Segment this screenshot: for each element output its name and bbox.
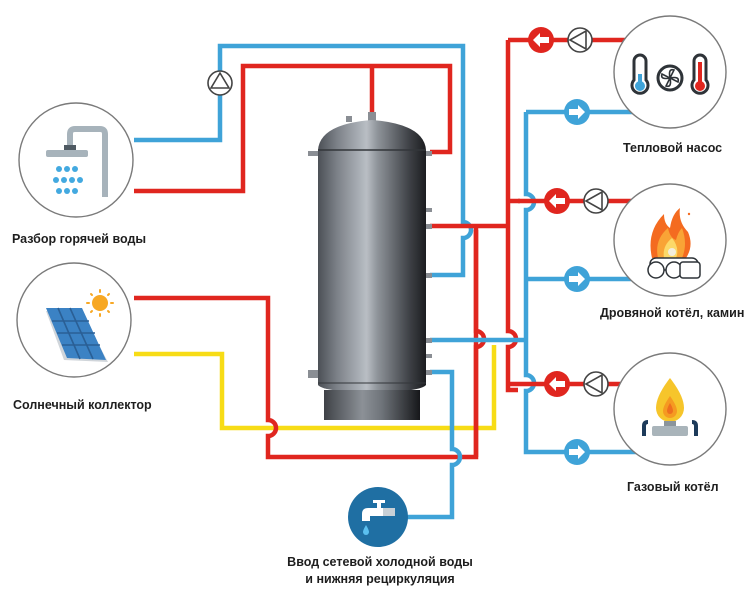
return-arrow-icon [564, 266, 590, 292]
pump-icon [583, 371, 609, 397]
tank-body [318, 120, 426, 392]
cold-inlet-label-line2: и нижняя рециркуляция [305, 572, 455, 586]
supply-arrow-icon [544, 188, 570, 214]
campfire-icon [647, 208, 701, 279]
pump-icon [583, 188, 609, 214]
cold-collector [430, 109, 640, 455]
pipes [134, 37, 640, 520]
tank-nozzle [368, 112, 376, 122]
fan-icon [656, 64, 684, 92]
return-arrow-icon [564, 439, 590, 465]
solar-return-pipe [134, 345, 497, 431]
cold-inlet-label-line1: Ввод сетевой холодной воды [287, 555, 473, 569]
gas-burner-icon [642, 378, 698, 436]
shower-icon [46, 126, 108, 197]
solar-node[interactable] [16, 262, 132, 378]
pump-icon [207, 70, 233, 96]
hot-water-node[interactable] [18, 102, 134, 218]
solar-supply-pipe [134, 230, 479, 460]
heat-pump-node[interactable] [613, 15, 727, 129]
tank-nozzle [308, 370, 320, 378]
supply-arrow-icon [544, 371, 570, 397]
heat-pump-label: Тепловой насос [623, 141, 723, 155]
return-arrow-icon [564, 99, 590, 125]
hot-water-supply-pipe [134, 63, 453, 194]
cold-inlet-label: Ввод сетевой холодной воды и нижняя реци… [280, 554, 480, 588]
thermometer-cold-icon [630, 53, 650, 95]
hot-collector-b [505, 40, 520, 393]
gas-boiler-label: Газовый котёл [627, 480, 719, 494]
tank-base [324, 390, 420, 420]
wood-boiler-label: Дровяной котёл, камин [600, 306, 745, 320]
hot-water-label: Разбор горячей воды [12, 232, 147, 246]
tank-nozzle [346, 116, 352, 122]
solar-panel-icon [46, 307, 108, 362]
gas-boiler-node[interactable] [613, 352, 727, 466]
cold-inlet-pipe [398, 369, 463, 520]
supply-arrow-icon [528, 27, 554, 53]
tank-nozzle [308, 151, 320, 156]
wood-boiler-node[interactable] [613, 183, 727, 297]
buffer-tank [308, 112, 432, 420]
cold-inlet-node[interactable] [348, 487, 408, 547]
solar-label: Солнечный коллектор [13, 398, 152, 412]
water-tap-icon [362, 500, 395, 535]
flow-markers [207, 27, 609, 465]
sun-icon [86, 289, 114, 317]
pump-icon [567, 27, 593, 53]
thermometer-hot-icon [690, 53, 710, 95]
